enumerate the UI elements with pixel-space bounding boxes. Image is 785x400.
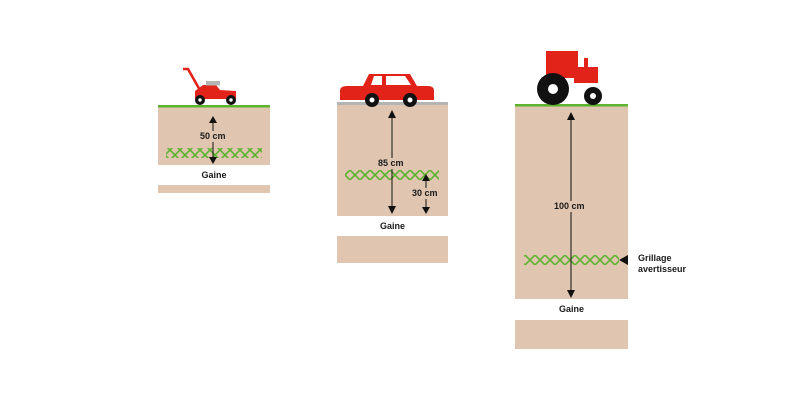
depth-label: 50 cm (199, 131, 227, 142)
pointer-triangle-icon (619, 255, 628, 265)
sheath-label: Gaine (558, 304, 584, 314)
net-depth-label: 30 cm (411, 188, 439, 199)
grass-surface (515, 104, 628, 107)
scene-car (337, 74, 448, 263)
depth-label: 100 cm (553, 201, 586, 212)
warning-net-label: Grillage avertisseur (638, 253, 687, 274)
lawn-mower-icon (183, 67, 236, 105)
sheath-band: Gaine (337, 216, 448, 236)
sheath-band: Gaine (158, 165, 270, 185)
soil-base (515, 320, 628, 349)
sheath-label: Gaine (379, 220, 405, 231)
soil-base (337, 236, 448, 263)
car-icon (340, 74, 434, 107)
grass-surface (158, 105, 270, 108)
warning-net (166, 148, 262, 158)
scene-lawn-mower (158, 67, 270, 193)
scene-tractor (515, 51, 628, 349)
sheath-label: Gaine (201, 169, 227, 180)
road-surface (337, 102, 448, 105)
depth-label: 85 cm (377, 158, 405, 169)
tractor-icon (537, 51, 602, 105)
sheath-band: Gaine (515, 299, 628, 320)
soil-base (158, 185, 270, 193)
